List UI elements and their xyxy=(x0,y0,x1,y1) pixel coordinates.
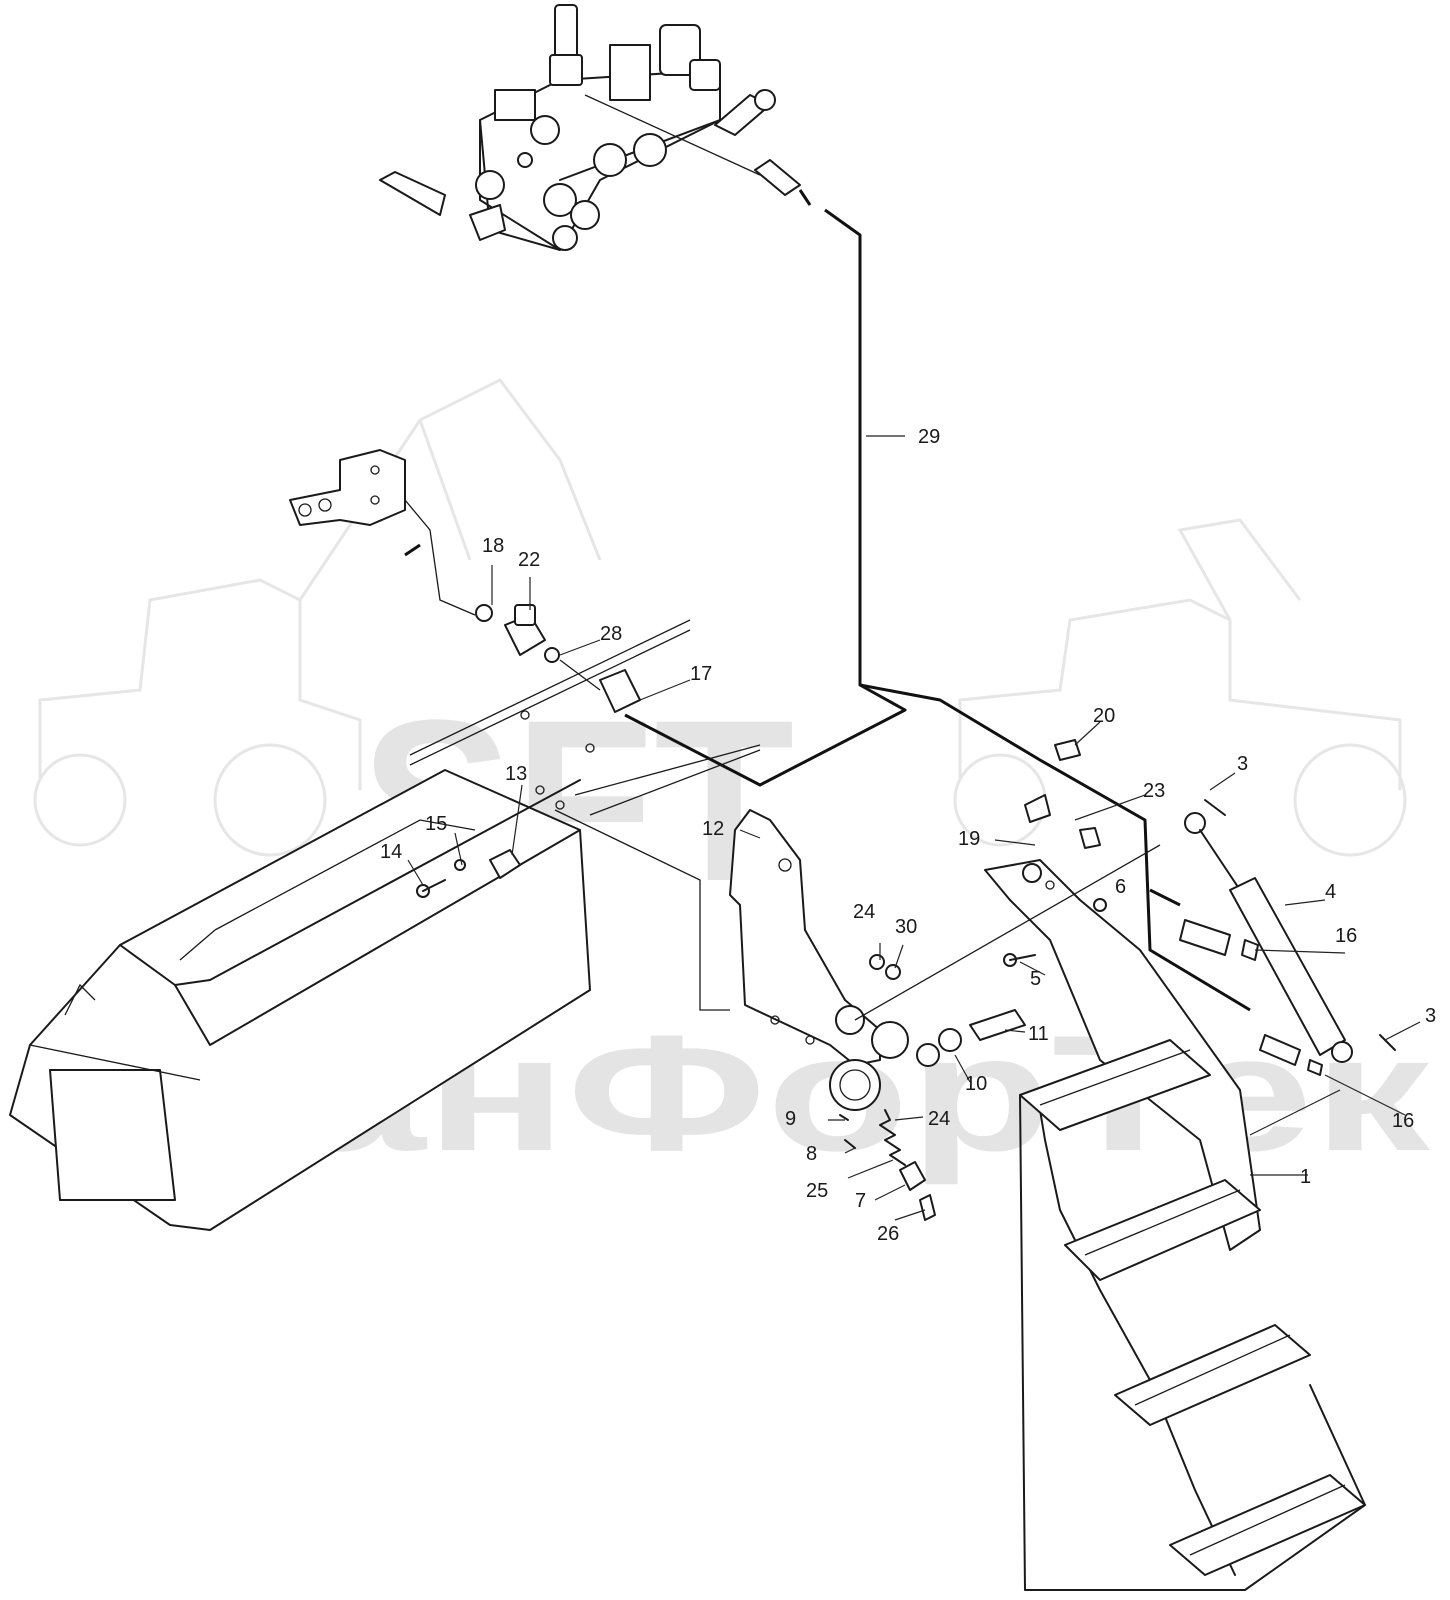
pivot-bracket xyxy=(729,809,1026,1111)
hose-29 xyxy=(584,94,1251,1012)
access-ladder xyxy=(984,859,1366,1591)
fuel-tank xyxy=(9,769,591,1231)
callout-24-upper: 24 xyxy=(853,901,875,923)
frame-rails xyxy=(409,619,761,1011)
callout-23: 23 xyxy=(1143,780,1165,802)
callout-1: 1 xyxy=(1300,1166,1311,1188)
callout-25: 25 xyxy=(806,1180,828,1202)
callout-24-lower: 24 xyxy=(928,1108,950,1130)
callout-labels: 1 3 3 4 5 6 7 8 9 10 11 12 13 14 15 16 1… xyxy=(380,426,1436,1245)
callout-7: 7 xyxy=(855,1190,866,1212)
callout-6: 6 xyxy=(1115,876,1126,898)
callout-16-lower: 16 xyxy=(1392,1110,1414,1132)
callout-9: 9 xyxy=(785,1108,796,1130)
leader-lines xyxy=(407,435,1421,1221)
valve-block xyxy=(379,4,801,251)
callout-29: 29 xyxy=(918,426,940,448)
callout-15: 15 xyxy=(425,813,447,835)
callout-22: 22 xyxy=(518,549,540,571)
spring-assembly xyxy=(839,1109,936,1221)
callout-10: 10 xyxy=(965,1073,987,1095)
callout-20: 20 xyxy=(1093,705,1115,727)
callout-18: 18 xyxy=(482,535,504,557)
tractor-watermark-right-icon xyxy=(953,518,1407,857)
callout-16-upper: 16 xyxy=(1335,925,1357,947)
hydraulic-cylinder xyxy=(854,739,1396,1076)
callout-30: 30 xyxy=(895,916,917,938)
callout-11: 11 xyxy=(1028,1023,1049,1045)
callout-17: 17 xyxy=(690,663,712,685)
callout-14: 14 xyxy=(380,841,402,863)
callout-13: 13 xyxy=(505,763,527,785)
callout-5: 5 xyxy=(1030,968,1041,990)
callout-4: 4 xyxy=(1325,881,1336,903)
callout-28: 28 xyxy=(600,623,622,645)
callout-19: 19 xyxy=(958,828,980,850)
callout-3-lower: 3 xyxy=(1425,1005,1436,1027)
callout-3-upper: 3 xyxy=(1237,753,1248,775)
callout-8: 8 xyxy=(806,1143,817,1165)
callout-26: 26 xyxy=(877,1223,899,1245)
callout-12: 12 xyxy=(702,818,724,840)
